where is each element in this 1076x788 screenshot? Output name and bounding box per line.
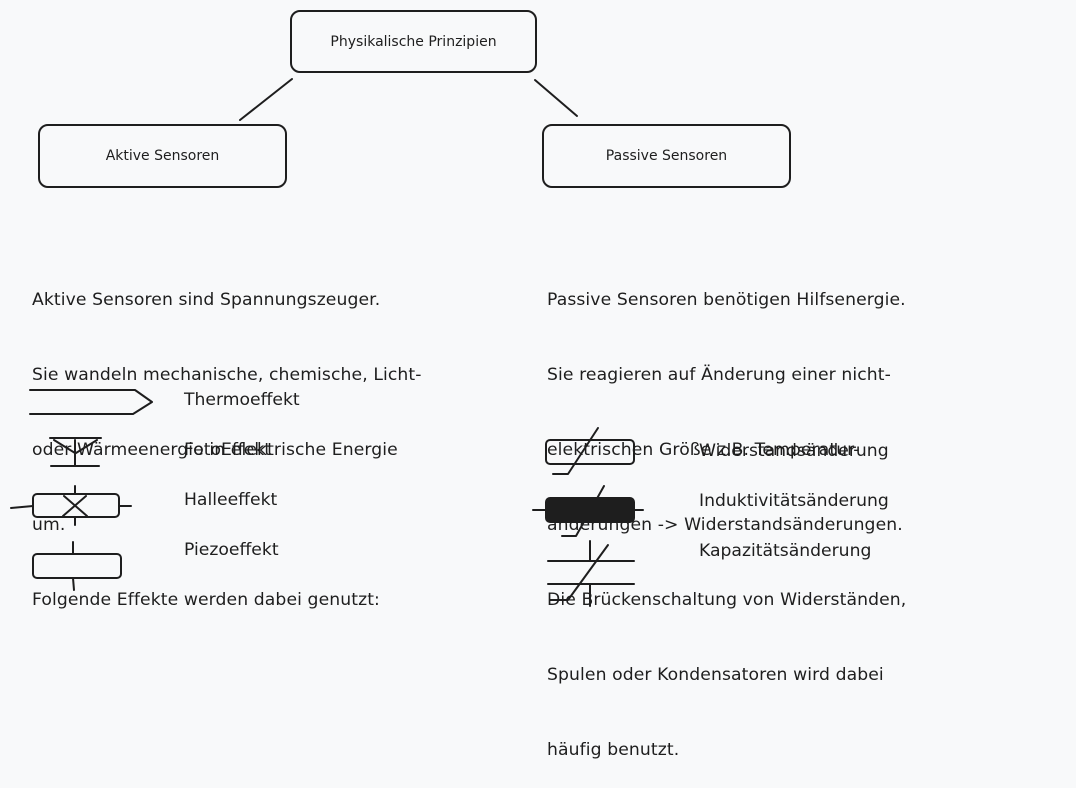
active-line: oder Wärmeenergie in elektrische Energie: [32, 440, 398, 460]
variable-resistor-icon: [545, 427, 635, 475]
thermo-arrow-icon: [29, 389, 153, 415]
effect-label-hall: Halleeffekt: [184, 490, 278, 510]
piezo-box-icon: [32, 541, 122, 591]
variable-inductor-icon: [532, 485, 644, 537]
active-line: Aktive Sensoren sind Spannungszeuger.: [32, 290, 381, 310]
active-sensors-label: Aktive Sensoren: [105, 148, 220, 164]
passive-line: änderungen -> Widerstandsänderungen.: [547, 515, 903, 535]
active-line: Folgende Effekte werden dabei genutzt:: [32, 590, 380, 610]
passive-sensors-label: Passive Sensoren: [605, 148, 728, 164]
effect-label-capacitance: Kapazitätsänderung: [699, 541, 872, 561]
variable-capacitor-icon: [547, 540, 635, 607]
effect-label-inductance: Induktivitätsänderung: [699, 491, 889, 511]
active-description: Aktive Sensoren sind Spannungszeuger. Si…: [32, 238, 422, 638]
connector-root-passive: [534, 79, 578, 117]
effect-label-thermo: Thermoeffekt: [184, 390, 300, 410]
hall-cross-icon: [10, 485, 132, 526]
root-node-label: Physikalische Prinzipien: [330, 33, 497, 50]
active-line: um.: [32, 515, 66, 535]
passive-line: häufig benutzt.: [547, 740, 680, 760]
passive-sensors-node[interactable]: Passive Sensoren: [542, 124, 791, 188]
photo-antenna-icon: [49, 437, 102, 467]
effect-label-piezo: Piezoeffekt: [184, 540, 279, 560]
effect-label-photo: FotoEffekt: [184, 440, 272, 460]
active-line: Sie wandeln mechanische, chemische, Lich…: [32, 365, 422, 385]
passive-line: elektrischen Größe z.B. Temperatur-: [547, 440, 860, 460]
connector-root-active: [239, 78, 293, 121]
diagram-canvas: [10, 78, 644, 607]
passive-line: Die Brückenschaltung von Widerständen,: [547, 590, 907, 610]
passive-line: Spulen oder Kondensatoren wird dabei: [547, 665, 884, 685]
effect-label-resistance: Widerstandsänderung: [699, 441, 889, 461]
active-sensors-node[interactable]: Aktive Sensoren: [38, 124, 287, 188]
passive-line: Passive Sensoren benötigen Hilfsenergie.: [547, 290, 906, 310]
passive-line: Sie reagieren auf Änderung einer nicht-: [547, 365, 891, 385]
root-node[interactable]: Physikalische Prinzipien: [290, 10, 537, 73]
passive-description: Passive Sensoren benötigen Hilfsenergie.…: [547, 238, 906, 788]
